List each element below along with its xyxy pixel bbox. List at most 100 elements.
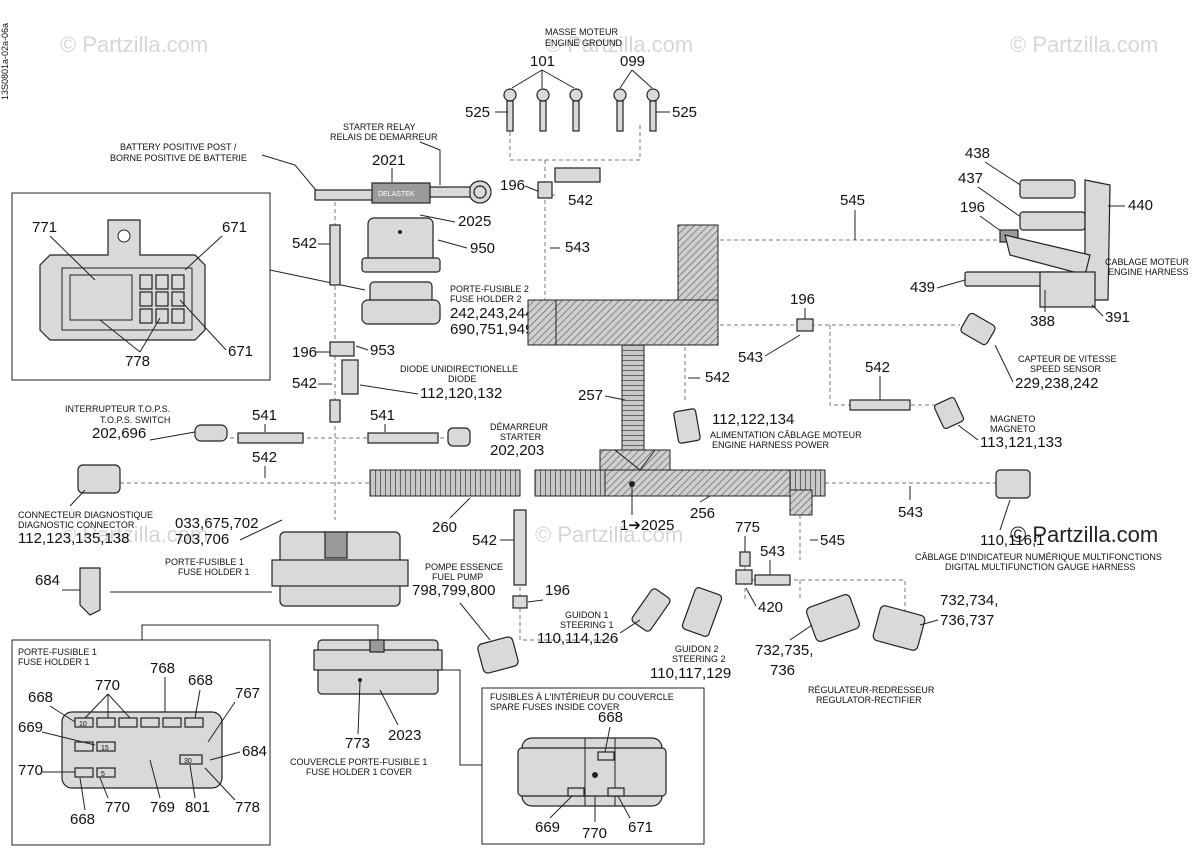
callout-770-left: 770 — [18, 762, 43, 779]
harness-power-label-fr: ALIMENTATION CÂBLAGE MOTEUR — [710, 430, 862, 440]
fh1-detail-title-en: FUSE HOLDER 1 — [18, 657, 90, 667]
speed-sensor — [960, 312, 996, 346]
ground-splice-196 — [537, 181, 553, 199]
callout-684-detail: 684 — [242, 743, 267, 760]
harness-power-group: 542 112,122,134 ALIMENTATION CÂBLAGE MOT… — [578, 369, 862, 450]
callout-525-right: 525 — [672, 104, 697, 121]
callout-541-right: 541 — [370, 407, 395, 424]
callout-953: 953 — [370, 342, 395, 359]
gauge-numbers: 110,116,1 — [980, 532, 1045, 549]
callout-770-bottom: 770 — [105, 799, 130, 816]
callout-684-main: 684 — [35, 572, 60, 589]
callout-775: 775 — [735, 519, 760, 536]
callout-437: 437 — [958, 170, 983, 187]
engine-harness-trunk: 1➔2025 — [369, 224, 826, 534]
diagnostic-label-fr: CONNECTEUR DIAGNOSTIQUE — [18, 510, 153, 520]
diagnostic-connector — [77, 464, 121, 494]
callout-196-diode: 196 — [292, 344, 317, 361]
fh1-detail-title-fr: PORTE-FUSIBLE 1 — [18, 647, 97, 657]
callout-669-spare: 669 — [535, 819, 560, 836]
ground-eyelets — [503, 88, 660, 132]
fh1-fuse-5: 5 — [101, 771, 105, 778]
callout-196-ground: 196 — [500, 177, 525, 194]
engine-harness-label-en: ENGINE HARNESS — [1108, 267, 1189, 277]
gauge-connector — [995, 469, 1031, 499]
connector-438 — [1019, 179, 1076, 199]
callout-768: 768 — [150, 660, 175, 677]
callout-099: 099 — [620, 53, 645, 70]
diode — [341, 359, 359, 395]
regulator-connector-1 — [806, 594, 860, 642]
callout-801: 801 — [185, 799, 210, 816]
connector-437 — [1019, 211, 1086, 231]
callout-668-left: 668 — [28, 689, 53, 706]
engine-harness-label-fr: CABLAGE MOTEUR — [1105, 257, 1190, 267]
regulator-group: 732,735, 736 732,734, 736,737 RÉGULATEUR… — [755, 592, 998, 705]
callout-543-speed: 543 — [738, 349, 763, 366]
side-code: 13S0801a-02a-06a — [0, 23, 10, 100]
callout-671-top: 671 — [222, 219, 247, 236]
callout-542-power: 542 — [705, 369, 730, 386]
steering-2-connector — [681, 587, 723, 637]
callout-542-top: 542 — [568, 192, 593, 209]
diode-connector — [329, 341, 355, 357]
steering-2-label-fr: GUIDON 2 — [675, 644, 719, 654]
harness-right-drop — [789, 489, 813, 516]
regulator-label-en: REGULATOR-RECTIFIER — [816, 695, 922, 705]
diode-label-en: DIODE — [448, 374, 477, 384]
harness-corrugated-mid — [534, 469, 606, 497]
watermark-top-right: © Partzilla.com — [1010, 32, 1158, 57]
relay-box-group: 2025 950 PORTE-FUSIBLE 2 FUSE HOLDER 2 2… — [269, 213, 538, 423]
callout-542-diag: 542 — [252, 449, 277, 466]
fuse-holder-2-numbers-1: 242,243,244, — [450, 305, 538, 322]
watermark-left: © Partzilla.com — [60, 522, 208, 547]
watermark-top-mid: © Partzilla.com — [545, 32, 693, 57]
fuse-holder-1-label-fr: PORTE-FUSIBLE 1 — [165, 557, 244, 567]
speed-sensor-numbers: 229,238,242 — [1015, 375, 1098, 392]
callout-671-spare: 671 — [628, 819, 653, 836]
steering-2-numbers: 110,117,129 — [650, 665, 731, 682]
callout-257: 257 — [578, 387, 603, 404]
callout-769: 769 — [150, 799, 175, 816]
callout-2021: 2021 — [372, 152, 405, 169]
regulator-2-numbers-1: 732,734, — [940, 592, 998, 609]
fuel-pump-connector — [477, 636, 519, 674]
magneto-numbers: 113,121,133 — [980, 434, 1062, 451]
battery-cable — [314, 189, 376, 201]
fuel-pump-group: 542 POMPE ESSENCE FUEL PUMP 798,799,800 … — [412, 509, 570, 674]
watermark-top-left: © Partzilla.com — [60, 32, 208, 57]
gauge-harness-group: 543 110,116,1 CÂBLAGE D'INDICATEUR NUMÉR… — [898, 469, 1162, 572]
harness-corrugated-down — [621, 344, 645, 451]
callout-771: 771 — [32, 219, 57, 236]
tops-label-en: T.O.P.S. SWITCH — [100, 415, 170, 425]
fuse-holder-1-numbers-1: 033,675,702 — [175, 515, 258, 532]
diagnostic-group: 542 CONNECTEUR DIAGNOSTIQUE DIAGNOSTIC C… — [18, 449, 277, 547]
steering-2-label-en: STEERING 2 — [672, 654, 726, 664]
callout-543-gauge: 543 — [898, 504, 923, 521]
callout-950: 950 — [470, 240, 495, 257]
diagnostic-numbers: 112,123,135,138 — [18, 530, 130, 547]
starter-label-en: STARTER — [500, 432, 542, 442]
callout-770-top: 770 — [95, 677, 120, 694]
fh1-cover-group: 773 2023 COUVERCLE PORTE-FUSIBLE 1 FUSE … — [141, 624, 482, 777]
callout-388: 388 — [1030, 313, 1055, 330]
fuel-pump-label-fr: POMPE ESSENCE — [425, 562, 503, 572]
starter-connector — [447, 427, 471, 447]
magneto-label-fr: MAGNETO — [990, 414, 1035, 424]
fh1-fuse-10: 10 — [79, 721, 87, 728]
regulator-2-numbers-2: 736,737 — [940, 612, 994, 629]
regulator-connector-2 — [872, 605, 926, 651]
callout-391: 391 — [1105, 309, 1130, 326]
callout-101: 101 — [530, 53, 555, 70]
callout-541-left: 541 — [252, 407, 277, 424]
right-lower-group: 775 545 543 420 — [735, 519, 845, 616]
fh1-fuse-15: 15 — [101, 745, 109, 752]
callout-770-spare: 770 — [582, 825, 607, 842]
harness-left-stub — [527, 299, 557, 346]
steering-1-label-en: STEERING 1 — [560, 620, 614, 630]
callout-778-fh1: 778 — [235, 799, 260, 816]
harness-power-numbers: 112,122,134 — [712, 411, 794, 428]
callout-545-lower: 545 — [820, 532, 845, 549]
callout-439: 439 — [910, 279, 935, 296]
spare-fuses-detail-box: FUSIBLES À L'INTÉRIEUR DU COUVERCLE SPAR… — [481, 687, 705, 845]
